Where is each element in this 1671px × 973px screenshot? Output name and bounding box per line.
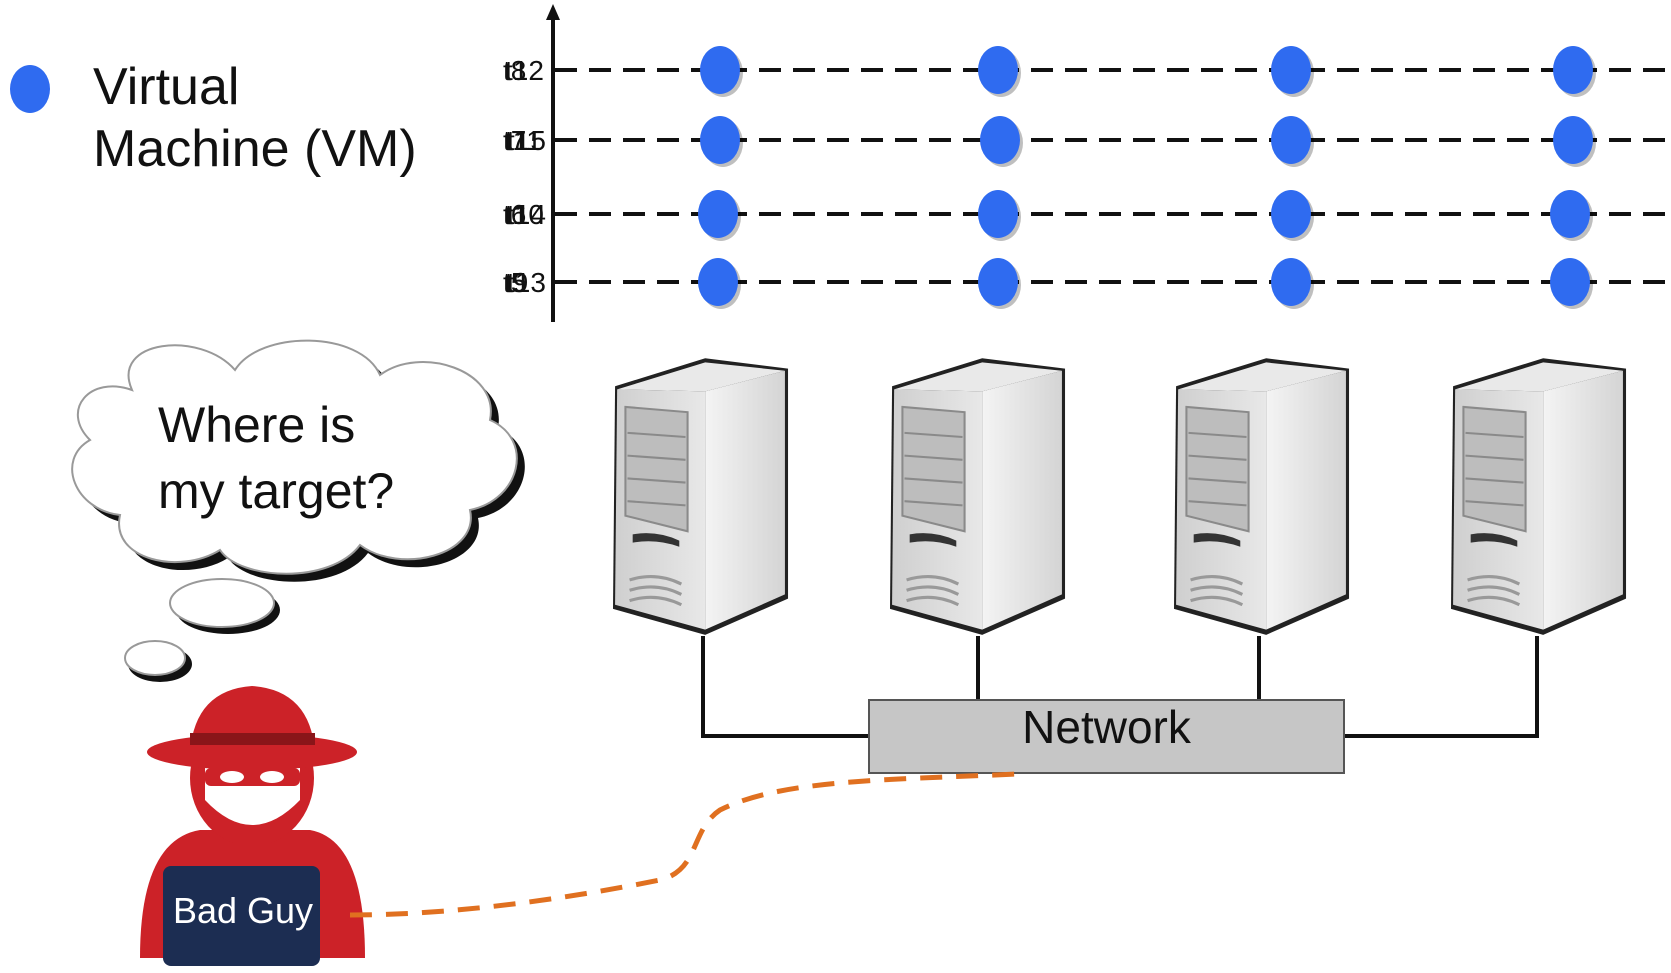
legend-line-2: Machine (VM): [93, 120, 417, 178]
vm-dot: [980, 116, 1020, 164]
vm-dot: [700, 46, 740, 94]
time-tick-label: t15: [507, 125, 546, 156]
time-tick-label: t10: [505, 199, 544, 230]
time-axis: [546, 4, 560, 322]
vm-grid: [698, 46, 1596, 309]
vm-dot: [978, 258, 1018, 306]
vm-dot: [698, 190, 738, 238]
vm-legend-label: Virtual Machine (VM): [93, 56, 417, 180]
server-3-icon: [1172, 356, 1351, 637]
vm-dot: [978, 190, 1018, 238]
time-tick-label: t14: [507, 199, 546, 230]
network-cables: [701, 636, 1539, 738]
server-4-icon: [1449, 356, 1628, 637]
time-tick-label: t9: [505, 267, 528, 298]
vm-dot: [1553, 116, 1593, 164]
thought-line-2: my target?: [158, 463, 395, 519]
bad-guy-icon: [140, 686, 365, 966]
vm-dot: [1271, 258, 1311, 306]
time-tick-label: t12: [505, 55, 544, 86]
vm-dot: [1271, 46, 1311, 94]
time-tick-label: t8: [503, 55, 526, 86]
vm-dot: [1550, 258, 1590, 306]
time-tick-label: t11: [505, 125, 542, 156]
vm-dot: [700, 116, 740, 164]
attack-path: [349, 771, 1019, 918]
vm-dot: [1553, 46, 1593, 94]
thought-line-1: Where is: [158, 397, 356, 453]
server-rack: [611, 356, 1628, 637]
network-label: Network: [1022, 701, 1191, 753]
time-tick-label: t5: [503, 267, 526, 298]
vm-dot: [698, 258, 738, 306]
time-tick-label: t7: [503, 125, 526, 156]
thought-bubble: [71, 339, 525, 682]
vm-dot: [1550, 190, 1590, 238]
legend-line-1: Virtual: [93, 58, 240, 116]
vm-dot: [1271, 190, 1311, 238]
bad-guy-label: Bad Guy: [172, 890, 314, 931]
time-tick-label: t6: [503, 199, 526, 230]
laptop-icon: [163, 866, 320, 966]
time-tick-label: t13: [507, 267, 546, 298]
vm-dot: [1271, 116, 1311, 164]
server-1-icon: [611, 356, 790, 637]
network-box: [868, 699, 1345, 774]
vm-legend-marker: [10, 65, 50, 113]
thought-text: Where is my target?: [158, 392, 394, 524]
server-2-icon: [888, 356, 1067, 637]
vm-dot: [978, 46, 1018, 94]
